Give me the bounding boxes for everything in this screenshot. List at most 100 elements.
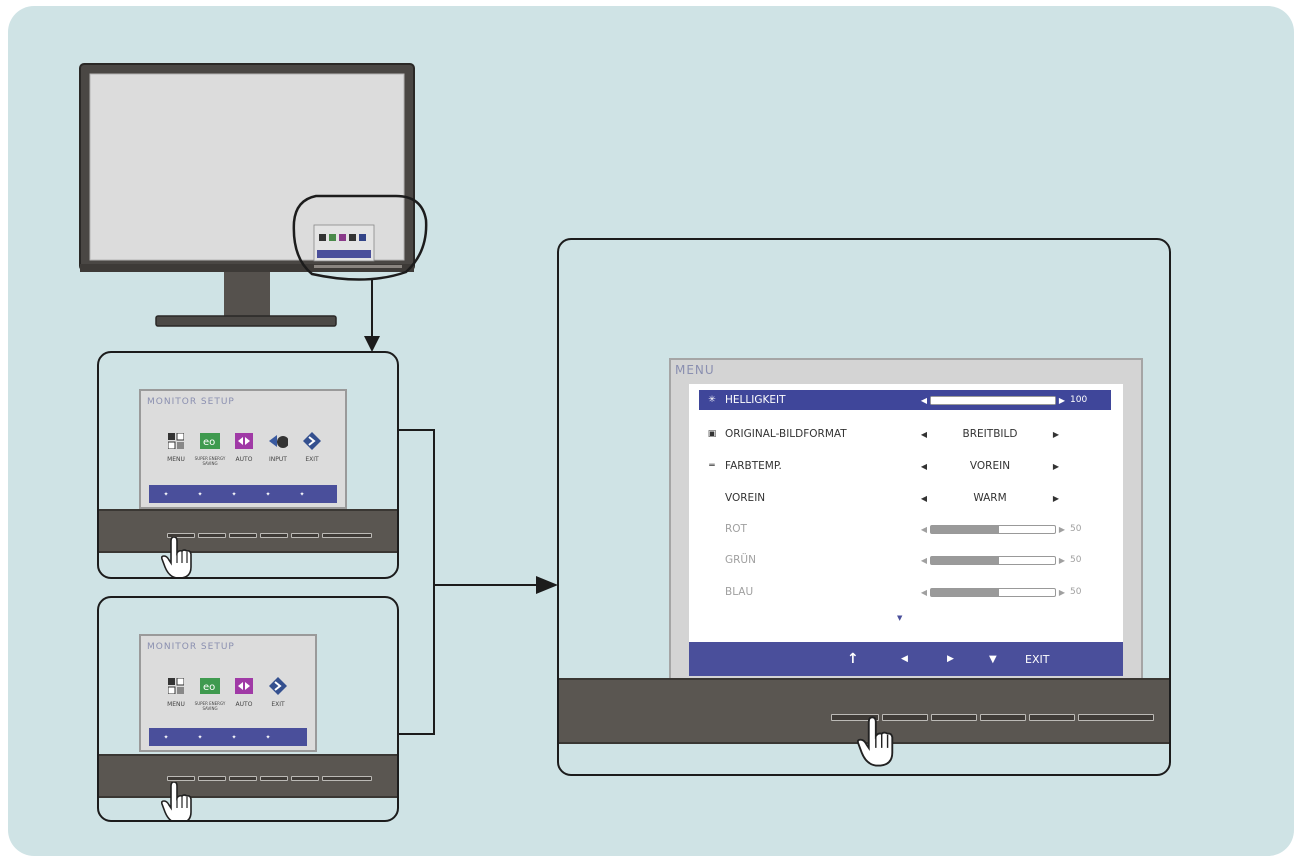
menu-row-label: VOREIN (725, 492, 766, 504)
slider-fill (931, 556, 1000, 564)
menu-row-label: GRÜN (725, 554, 756, 566)
osd-title: MONITOR SETUP (147, 397, 235, 407)
osd-item-auto[interactable]: AUTO (227, 431, 261, 466)
aspect-ratio-icon: ▣ (707, 429, 717, 439)
exit-icon (268, 676, 288, 696)
osd-item-menu[interactable]: MENU (159, 431, 193, 466)
nav-down-icon[interactable]: ▼ (989, 653, 997, 665)
prev-option-icon[interactable]: ◀ (920, 461, 928, 471)
hw-button-menu[interactable] (167, 533, 195, 538)
osd-item-input[interactable]: INPUT (261, 431, 295, 466)
hardware-buttons (831, 714, 1157, 721)
osd-item-super-energy-saving[interactable]: eo SUPER ENERGY SAVING (193, 676, 227, 711)
connector-arrow (398, 429, 558, 735)
hw-button[interactable] (198, 776, 226, 781)
osd-item-super-energy-saving[interactable]: eo SUPER ENERGY SAVING (193, 431, 227, 466)
auto-icon (234, 676, 254, 696)
hw-button[interactable] (1029, 714, 1075, 721)
osd-button-indicator: ✦ (197, 490, 203, 498)
osd-button-indicator: ✦ (265, 733, 271, 741)
menu-row-farbtemp[interactable]: ═ FARBTEMP. ◀ VOREIN ▶ (699, 456, 1111, 476)
super-energy-saving-icon: eo (200, 431, 220, 451)
slider-fill (931, 396, 1055, 404)
menu-row-rot: ROT ◀ ▶ 50 (699, 519, 1111, 539)
back-up-icon[interactable]: ↑ (847, 651, 859, 667)
monitor-bezel (99, 509, 397, 553)
decrease-arrow-icon: ◀ (920, 524, 928, 534)
osd-button-indicator: ✦ (231, 733, 237, 741)
hw-button[interactable] (229, 533, 257, 538)
step-panel-input: MONITOR SETUP MENU eo SUPER ENERGY SAVIN… (97, 351, 399, 579)
menu-row-blau: BLAU ◀ ▶ 50 (699, 582, 1111, 602)
hw-button-power[interactable] (1078, 714, 1154, 721)
hw-button[interactable] (229, 776, 257, 781)
exit-icon (302, 431, 322, 451)
menu-row-vorein[interactable]: VOREIN ◀ WARM ▶ (699, 488, 1111, 508)
osd-button-indicator: ✦ (231, 490, 237, 498)
osd-label: MENU (167, 701, 185, 708)
hw-button-menu[interactable] (831, 714, 879, 721)
menu-row-original-bildformat[interactable]: ▣ ORIGINAL-BILDFORMAT ◀ BREITBILD ▶ (699, 424, 1111, 444)
menu-row-helligkeit[interactable]: ✳ HELLIGKEIT ◀ ▶ 100 (699, 390, 1111, 410)
osd-button-indicator: ✦ (163, 490, 169, 498)
brightness-slider[interactable] (930, 395, 1056, 405)
hw-button[interactable] (198, 533, 226, 538)
hw-button-power[interactable] (322, 533, 372, 538)
pointing-hand-icon (161, 782, 192, 820)
menu-icon (166, 676, 186, 696)
next-option-icon[interactable]: ▶ (1052, 461, 1060, 471)
osd-label: MENU (167, 456, 185, 463)
osd-item-exit[interactable]: EXIT (295, 431, 329, 466)
nav-right-icon[interactable]: ▶ (947, 654, 954, 664)
exit-label[interactable]: EXIT (1025, 652, 1050, 666)
decrease-arrow-icon[interactable]: ◀ (920, 395, 928, 405)
menu-icon (166, 431, 186, 451)
menu-osd: MENU ✳ HELLIGKEIT ◀ ▶ 100 ▣ ORIGINAL-BIL… (669, 358, 1143, 683)
hw-button-power[interactable] (322, 776, 372, 781)
next-option-icon[interactable]: ▶ (1052, 493, 1060, 503)
hw-button[interactable] (291, 533, 319, 538)
menu-panel: MENU ✳ HELLIGKEIT ◀ ▶ 100 ▣ ORIGINAL-BIL… (557, 238, 1171, 776)
menu-title: MENU (675, 363, 715, 377)
hw-button[interactable] (260, 776, 288, 781)
increase-arrow-icon[interactable]: ▶ (1058, 395, 1066, 405)
osd-label: AUTO (235, 701, 253, 708)
menu-row-label: ORIGINAL-BILDFORMAT (725, 428, 847, 440)
osd-label: AUTO (235, 456, 253, 463)
hw-button[interactable] (882, 714, 928, 721)
hw-button-menu[interactable] (167, 776, 195, 781)
osd-button-indicator: ✦ (163, 733, 169, 741)
menu-row-label: FARBTEMP. (725, 460, 782, 472)
red-slider (930, 524, 1056, 534)
slider-value: 50 (1070, 555, 1082, 565)
monitor-bezel (559, 678, 1169, 744)
osd-label: EXIT (271, 701, 285, 708)
osd-item-auto[interactable]: AUTO (227, 676, 261, 711)
osd-button-indicator: ✦ (265, 490, 271, 498)
osd-label: EXIT (305, 456, 319, 463)
svg-text:eo: eo (203, 437, 215, 448)
pointing-hand-icon (161, 537, 192, 577)
slider-fill (931, 525, 1000, 533)
osd-item-exit[interactable]: EXIT (261, 676, 295, 711)
nav-left-icon[interactable]: ◀ (901, 654, 908, 664)
hardware-buttons (167, 533, 375, 538)
osd-item-menu[interactable]: MENU (159, 676, 193, 711)
osd-button-indicator: ✦ (299, 490, 305, 498)
prev-option-icon[interactable]: ◀ (920, 493, 928, 503)
green-slider (930, 555, 1056, 565)
increase-arrow-icon: ▶ (1058, 524, 1066, 534)
brightness-icon: ✳ (708, 395, 716, 405)
hw-button[interactable] (980, 714, 1026, 721)
increase-arrow-icon: ▶ (1058, 555, 1066, 565)
menu-list: ✳ HELLIGKEIT ◀ ▶ 100 ▣ ORIGINAL-BILDFORM… (689, 384, 1123, 642)
prev-option-icon[interactable]: ◀ (920, 429, 928, 439)
hw-button[interactable] (260, 533, 288, 538)
input-icon (268, 431, 288, 451)
next-option-icon[interactable]: ▶ (1052, 429, 1060, 439)
hw-button[interactable] (291, 776, 319, 781)
menu-row-label: ROT (725, 523, 747, 535)
color-temperature-icon: ═ (709, 461, 715, 471)
blue-slider (930, 587, 1056, 597)
hw-button[interactable] (931, 714, 977, 721)
